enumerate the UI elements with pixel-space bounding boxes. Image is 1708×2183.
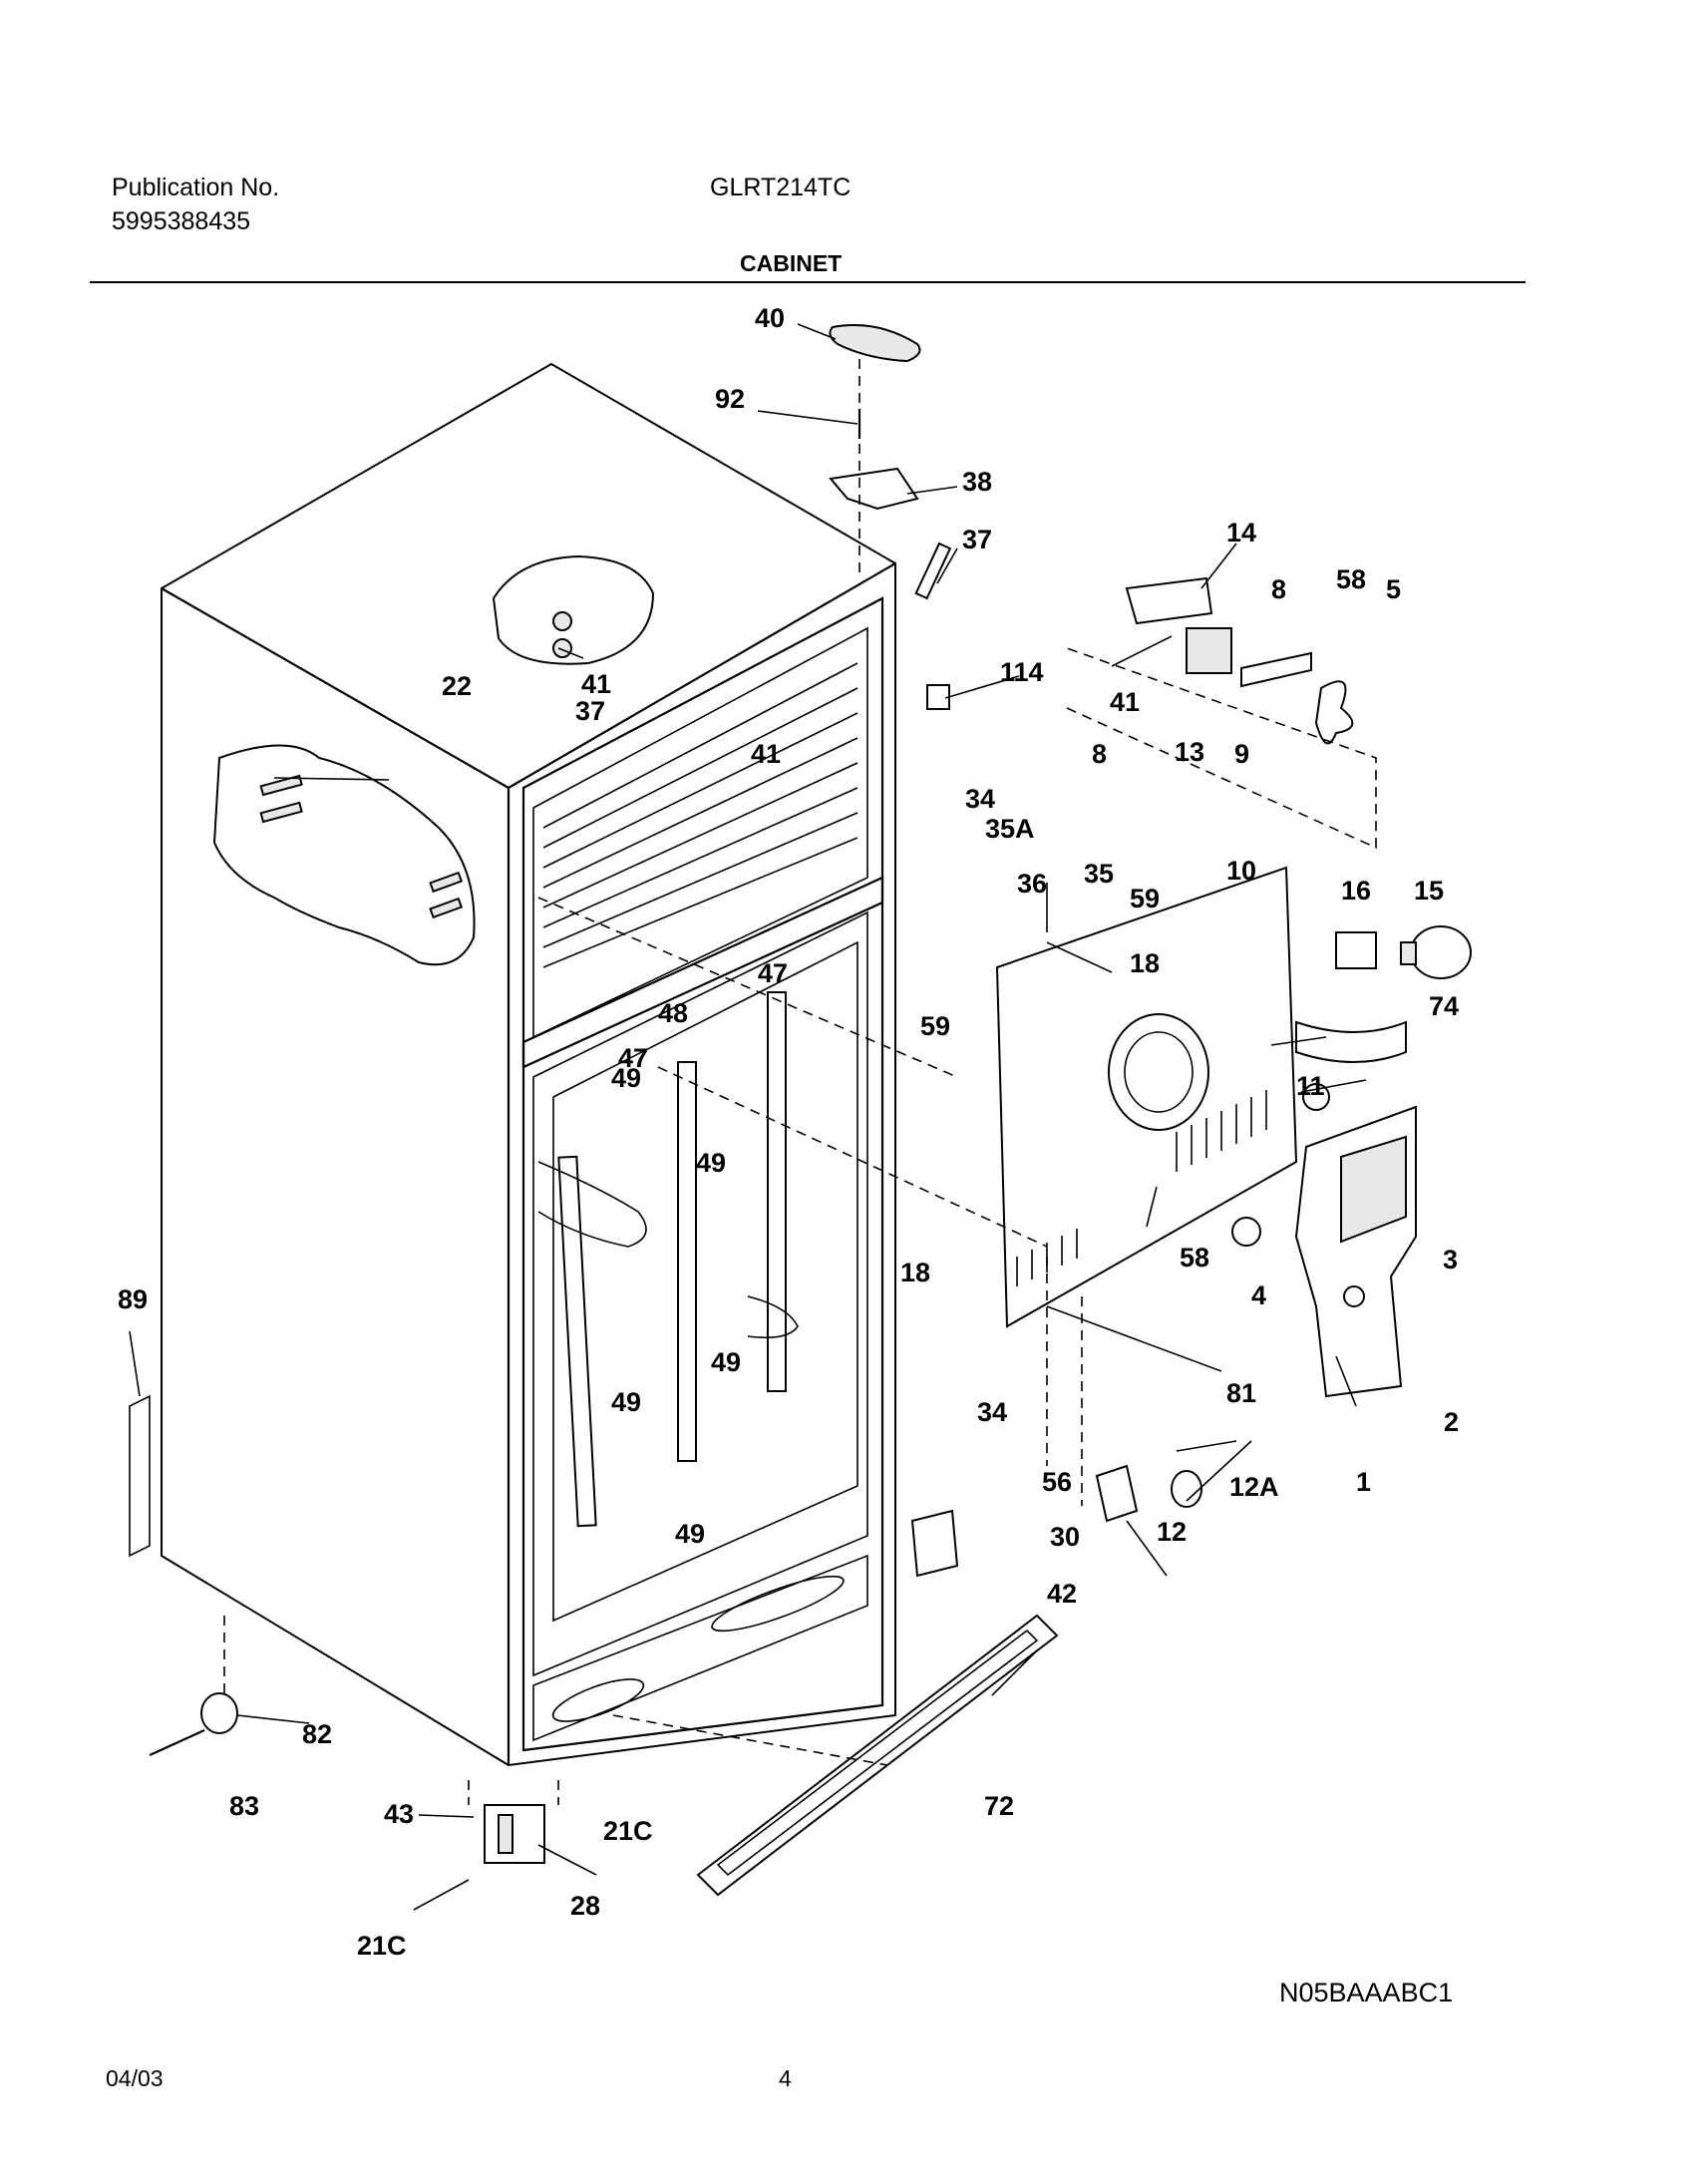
callout-21c: 21C — [357, 1931, 407, 1961]
callout-8: 8 — [1271, 574, 1286, 604]
callout-41: 41 — [1110, 687, 1140, 717]
callout-92: 92 — [715, 384, 745, 414]
guide-lines — [223, 359, 1377, 1805]
callout-49: 49 — [611, 1387, 641, 1417]
callout-48: 48 — [658, 998, 688, 1028]
callout-59: 59 — [920, 1011, 950, 1041]
callout-18: 18 — [1130, 948, 1160, 978]
callout-37: 37 — [575, 696, 605, 726]
callout-34: 34 — [965, 784, 995, 814]
callout-11: 11 — [1296, 1071, 1325, 1101]
callout-13: 13 — [1175, 737, 1204, 767]
callout-43: 43 — [384, 1799, 414, 1829]
freezer-liner-ribs — [542, 662, 858, 968]
callout-49: 49 — [711, 1347, 741, 1377]
callout-12: 12 — [1157, 1517, 1187, 1547]
callout-22: 22 — [442, 671, 472, 701]
callout-15: 15 — [1414, 876, 1444, 906]
publication-number: 5995388435 — [112, 207, 251, 235]
callout-9: 9 — [1234, 739, 1249, 769]
leader-lines — [129, 323, 1367, 1911]
callout-8: 8 — [1092, 739, 1107, 769]
callout-38: 38 — [962, 467, 992, 497]
callout-40: 40 — [755, 303, 785, 333]
callout-34: 34 — [977, 1397, 1007, 1427]
callout-4: 4 — [1251, 1280, 1266, 1310]
cabinet-body — [129, 362, 896, 1767]
callout-21c: 21C — [603, 1816, 653, 1846]
callout-35: 35 — [1084, 859, 1114, 889]
hinge-and-top-parts — [829, 324, 952, 710]
callout-2: 2 — [1444, 1407, 1459, 1437]
callout-49: 49 — [696, 1148, 726, 1178]
page-number: 4 — [779, 2065, 792, 2091]
callout-41: 41 — [751, 739, 781, 769]
callout-49: 49 — [675, 1519, 705, 1549]
callout-58: 58 — [1336, 564, 1366, 594]
diagram-code: N05BAAABC1 — [1279, 1978, 1454, 2007]
callout-28: 28 — [570, 1891, 600, 1921]
callout-41: 41 — [581, 669, 611, 699]
callout-81: 81 — [1226, 1378, 1256, 1408]
lower-front-parts — [149, 1464, 1202, 1897]
callout-49: 49 — [611, 1063, 641, 1093]
publication-label: Publication No. — [112, 174, 280, 201]
header-rule — [90, 281, 1526, 283]
callout-5: 5 — [1386, 574, 1401, 604]
callout-47: 47 — [758, 958, 788, 988]
callout-16: 16 — [1341, 876, 1371, 906]
callout-12a: 12A — [1229, 1472, 1279, 1502]
section-title: CABINET — [740, 250, 843, 276]
callout-35a: 35A — [985, 814, 1035, 844]
callout-58: 58 — [1180, 1243, 1209, 1273]
callout-59: 59 — [1130, 884, 1160, 913]
model-number: GLRT214TC — [710, 174, 852, 201]
callout-47: 47 — [618, 1043, 648, 1073]
callout-30: 30 — [1050, 1522, 1080, 1552]
evaporator-cover-and-fan — [995, 576, 1472, 1398]
callout-42: 42 — [1047, 1579, 1077, 1609]
callout-14: 14 — [1226, 518, 1256, 547]
footer-date: 04/03 — [106, 2065, 164, 2091]
callout-56: 56 — [1042, 1467, 1072, 1497]
callout-37: 37 — [962, 525, 992, 554]
callout-36: 36 — [1017, 869, 1047, 899]
callout-72: 72 — [984, 1791, 1014, 1821]
callout-114: 114 — [1000, 657, 1044, 687]
callout-18: 18 — [900, 1258, 930, 1287]
callout-74: 74 — [1429, 991, 1459, 1021]
callout-89: 89 — [118, 1284, 148, 1314]
callout-82: 82 — [302, 1719, 332, 1749]
callout-1: 1 — [1356, 1467, 1371, 1497]
callout-10: 10 — [1226, 856, 1256, 886]
callout-83: 83 — [229, 1791, 259, 1821]
cover-vent-slots — [1016, 1090, 1267, 1286]
callout-3: 3 — [1443, 1245, 1458, 1274]
